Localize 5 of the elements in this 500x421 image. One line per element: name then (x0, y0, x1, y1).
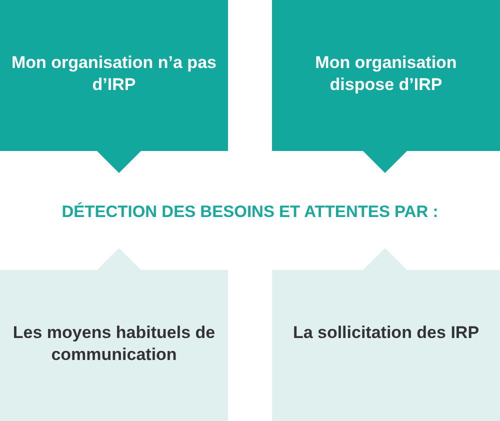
box-text: La sollicitation des IRP (292, 322, 480, 344)
box-text: Les moyens habituels de communication (12, 322, 216, 366)
box-text: Mon organisation dispose d’IRP (314, 52, 458, 96)
heading-text: DÉTECTION DES BESOINS ET ATTENTES PAR : (60, 203, 440, 222)
box-text: Mon organisation n’a pas d’IRP (10, 52, 218, 96)
